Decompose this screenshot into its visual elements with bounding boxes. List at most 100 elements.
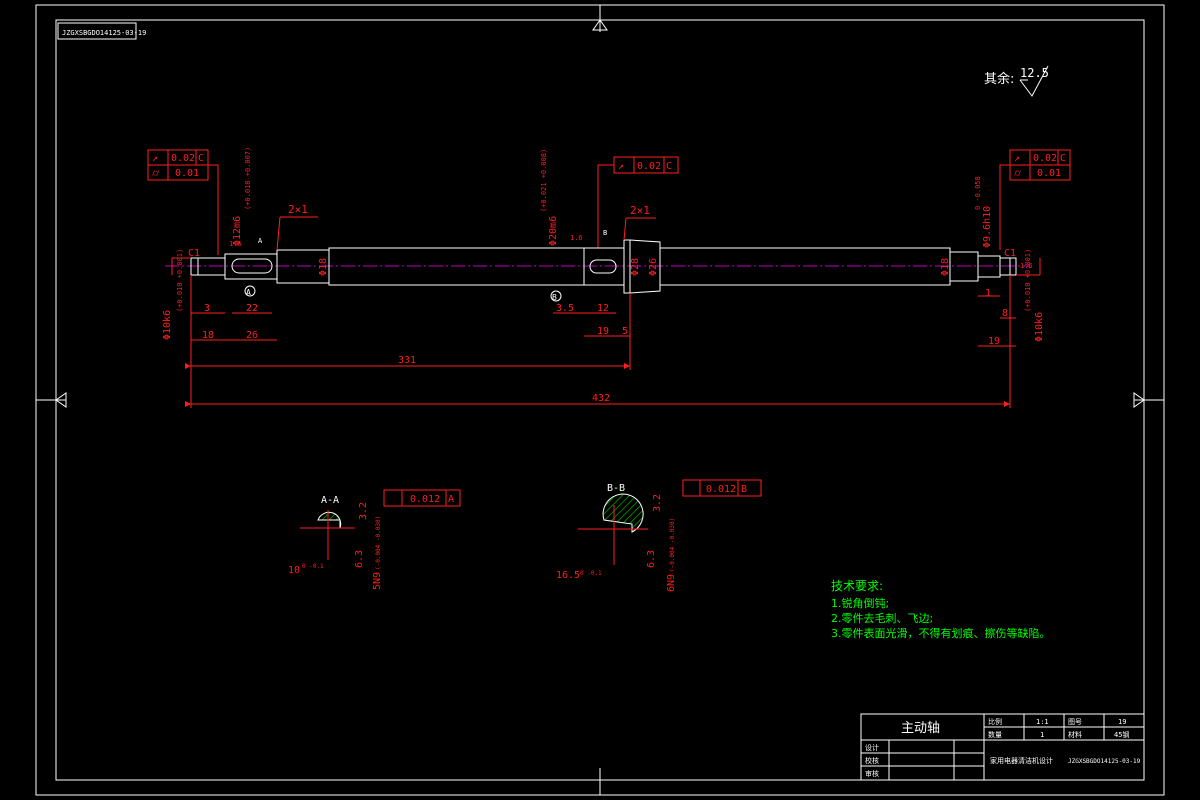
svg-text:审核: 审核 [865, 769, 879, 778]
svg-text:0.012: 0.012 [706, 484, 736, 495]
svg-text:A: A [448, 494, 454, 505]
svg-text:19: 19 [1118, 718, 1126, 726]
svg-text:0.01: 0.01 [1037, 168, 1061, 179]
svg-text:6.3: 6.3 [646, 550, 657, 568]
svg-text:0.02: 0.02 [637, 161, 661, 172]
svg-text:432: 432 [592, 393, 610, 404]
svg-text:0 -0.1: 0 -0.1 [580, 570, 602, 577]
svg-text:26: 26 [246, 330, 258, 341]
svg-text:2×1: 2×1 [288, 203, 308, 216]
svg-text:0.01: 0.01 [175, 168, 199, 179]
keyway-left [231, 258, 273, 274]
tech-requirements-title: 技术要求: [831, 579, 883, 593]
svg-text:校核: 校核 [865, 756, 879, 765]
svg-text:0.02: 0.02 [1033, 153, 1057, 164]
section-b-b: B-B 0.012 B 3.2 6.3 16.5 0 -0.1 6N9 (-0.… [556, 479, 762, 592]
svg-text:19: 19 [597, 326, 609, 337]
svg-text:45钢: 45钢 [1114, 730, 1129, 739]
svg-text:2×1: 2×1 [630, 204, 650, 217]
drawing-number-top: JZGXSBGDO14125-03-19 [62, 29, 146, 37]
tol-symbol-cylindricity: ⌭ [152, 168, 160, 179]
roughness-other-note: 其余: 12.5 [984, 65, 1049, 97]
svg-text:3.2: 3.2 [652, 494, 663, 512]
svg-text:材料: 材料 [1068, 730, 1082, 739]
drawing-number-box: JZGXSBGDO14125-03-19 [57, 22, 146, 40]
svg-text:1.6: 1.6 [229, 240, 242, 248]
svg-text:3: 3 [204, 303, 210, 314]
section-a-a: A-A 0.012 A 3.2 6.3 10 0 -0.1 5N9 (-0.00… [288, 489, 461, 590]
svg-text:图号: 图号 [1068, 718, 1082, 726]
svg-text:0.02: 0.02 [171, 153, 195, 164]
svg-text:Φ18: Φ18 [940, 258, 951, 276]
drawing-code: JZGXSBGDO14125-03-19 [1068, 758, 1141, 765]
section-mark-b: B [603, 229, 607, 237]
svg-text:Φ26: Φ26 [648, 258, 659, 276]
svg-text:C: C [198, 153, 204, 164]
svg-text:18: 18 [202, 330, 214, 341]
svg-text:B: B [741, 484, 747, 495]
svg-text:(+0.021 +0.008): (+0.021 +0.008) [540, 149, 548, 212]
tech-requirements: 技术要求: 1.锐角倒钝; 2.零件去毛刺、飞边; 3.零件表面光滑，不得有划痕… [831, 579, 1051, 640]
svg-text:其余:: 其余: [984, 71, 1014, 87]
svg-text:16.5: 16.5 [556, 570, 580, 581]
svg-text:Φ10k6: Φ10k6 [1034, 312, 1045, 342]
svg-text:10: 10 [288, 565, 300, 576]
svg-text:1: 1 [985, 288, 991, 299]
svg-text:(+0.010 +0.001): (+0.010 +0.001) [176, 249, 184, 312]
svg-text:(-0.004 -0.030): (-0.004 -0.030) [375, 516, 382, 570]
svg-text:1.6: 1.6 [570, 234, 583, 242]
svg-text:Φ10k6: Φ10k6 [162, 310, 173, 340]
svg-text:5N9: 5N9 [372, 572, 383, 590]
tolerance-frame-middle: ↗ 0.02 C [597, 156, 679, 248]
svg-text:设计: 设计 [865, 743, 879, 752]
roughness-other-value: 12.5 [1020, 66, 1049, 80]
svg-text:Φ12m6: Φ12m6 [232, 216, 243, 246]
svg-text:3.5: 3.5 [556, 303, 574, 314]
sheet-frame [35, 4, 1165, 796]
svg-text:(+0.018 +0.007): (+0.018 +0.007) [244, 147, 252, 210]
svg-text:0 -0.058: 0 -0.058 [974, 176, 982, 210]
svg-text:1: 1 [1040, 731, 1044, 739]
project-name: 家用电器清洁机设计 [990, 756, 1053, 765]
tolerance-frame-right: ↗ 0.02 C ⌭ 0.01 [999, 149, 1071, 250]
svg-text:5: 5 [622, 326, 628, 337]
svg-text:6N9: 6N9 [666, 574, 677, 592]
datum-b-label: B [552, 293, 557, 302]
tolerance-frame-left: ↗ 0.02 C ⌭ 0.01 [147, 149, 219, 255]
section-a-title: A-A [321, 495, 339, 506]
svg-text:Φ9.6h10: Φ9.6h10 [982, 206, 993, 248]
svg-text:6.3: 6.3 [354, 550, 365, 568]
svg-text:(+0.010 +0.001): (+0.010 +0.001) [1024, 249, 1032, 312]
svg-text:⌭: ⌭ [1014, 168, 1022, 179]
tech-requirement-item: 3.零件表面光滑，不得有划痕、擦伤等缺陷。 [831, 626, 1051, 640]
svg-text:Φ28: Φ28 [630, 258, 641, 276]
part-name: 主动轴 [901, 721, 940, 736]
svg-text:331: 331 [398, 355, 416, 366]
svg-text:C1: C1 [1004, 248, 1016, 259]
svg-text:3.2: 3.2 [358, 502, 369, 520]
svg-text:C: C [666, 161, 672, 172]
svg-text:比例: 比例 [988, 717, 1002, 726]
svg-text:Φ20m6: Φ20m6 [548, 216, 559, 246]
svg-text:1.6: 1.6 [1020, 262, 1033, 270]
tech-requirement-item: 1.锐角倒钝; [831, 596, 889, 610]
svg-text:19: 19 [988, 336, 1000, 347]
svg-text:C1: C1 [188, 248, 200, 259]
svg-text:12: 12 [597, 303, 609, 314]
svg-text:↗: ↗ [1014, 153, 1020, 164]
svg-text:数量: 数量 [988, 730, 1002, 739]
tol-symbol-runout: ↗ [152, 153, 158, 164]
datum-a-label: A [246, 288, 251, 297]
tech-requirement-item: 2.零件去毛刺、飞边; [831, 612, 933, 625]
keyway-middle [589, 259, 617, 274]
svg-text:C: C [1060, 153, 1066, 164]
svg-text:8: 8 [1002, 308, 1008, 319]
svg-text:0 -0.1: 0 -0.1 [302, 563, 324, 570]
main-view-dimensions: C1 C1 2×1 2×1 Φ10k6 (+0.010 +0.001) Φ12m… [162, 147, 1045, 408]
svg-text:Φ18: Φ18 [318, 258, 329, 276]
title-block: 主动轴 比例 1:1 图号 19 数量 1 材料 45钢 设计 校核 审核 家用… [860, 713, 1145, 781]
svg-text:22: 22 [246, 303, 258, 314]
svg-text:↗: ↗ [618, 161, 624, 172]
svg-text:1:1: 1:1 [1036, 718, 1049, 726]
